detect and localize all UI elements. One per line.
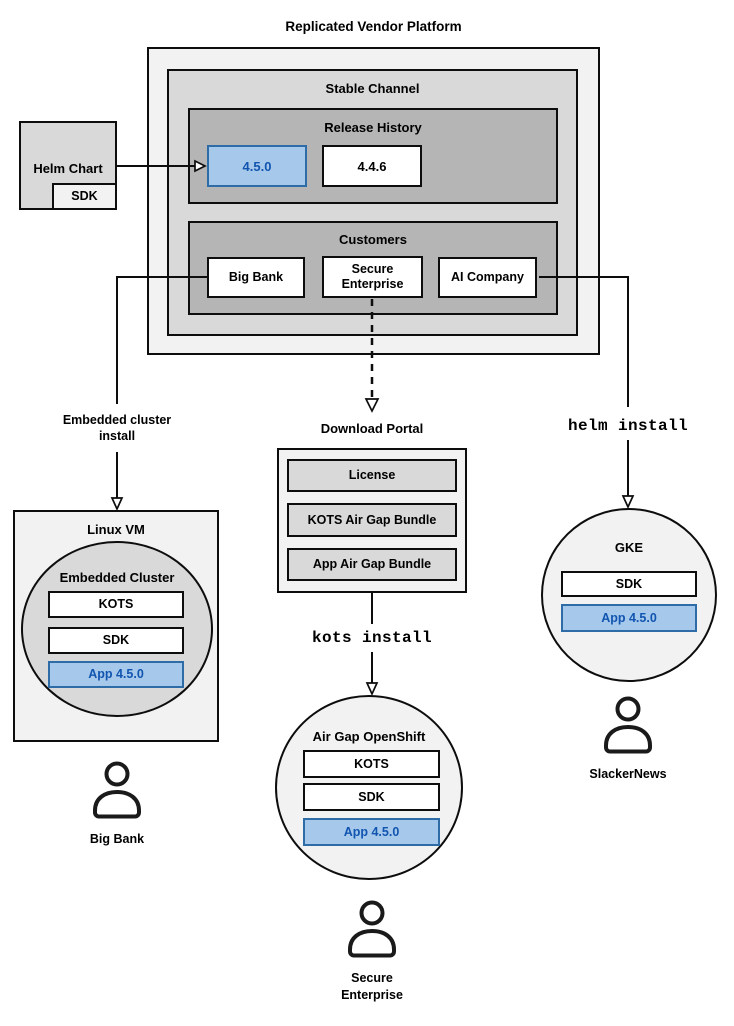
helm-chart-sdk-box: SDK bbox=[52, 183, 117, 210]
linux-vm-sdk-box: SDK bbox=[48, 627, 184, 654]
air-gap-openshift-label: Air Gap OpenShift bbox=[312, 729, 426, 744]
customer-secure-enterprise-box: Secure Enterprise bbox=[322, 256, 423, 298]
release-history-label: Release History bbox=[324, 120, 422, 135]
linux-vm-app-box: App 4.5.0 bbox=[48, 661, 184, 688]
gke-app-box: App 4.5.0 bbox=[561, 604, 697, 632]
arrowhead-gke bbox=[621, 495, 635, 510]
secure-enterprise-user-label: Secure Enterprise bbox=[341, 971, 403, 1002]
release-446-box: 4.4.6 bbox=[322, 145, 422, 187]
portal-app-bundle-box: App Air Gap Bundle bbox=[287, 548, 457, 581]
secure-enterprise-user-icon bbox=[348, 900, 396, 958]
openshift-sdk-box: SDK bbox=[303, 783, 440, 811]
arrowhead-download-portal bbox=[364, 398, 380, 413]
arrowhead-linux-vm bbox=[110, 497, 124, 512]
openshift-app-box: App 4.5.0 bbox=[303, 818, 440, 846]
portal-kots-bundle-box: KOTS Air Gap Bundle bbox=[287, 503, 457, 537]
stable-channel-label: Stable Channel bbox=[325, 81, 420, 96]
openshift-kots-box: KOTS bbox=[303, 750, 440, 778]
customer-ai-company-box: AI Company bbox=[438, 257, 537, 298]
portal-license-box: License bbox=[287, 459, 457, 492]
embedded-cluster-install-label: Embedded cluster install bbox=[62, 413, 172, 443]
release-450-box: 4.5.0 bbox=[207, 145, 307, 187]
gke-sdk-box: SDK bbox=[561, 571, 697, 597]
slackernews-user-label: SlackerNews bbox=[589, 767, 667, 781]
big-bank-user-icon bbox=[93, 761, 141, 819]
customers-label: Customers bbox=[339, 232, 407, 247]
download-portal-label: Download Portal bbox=[320, 421, 424, 436]
linux-vm-label: Linux VM bbox=[87, 522, 145, 537]
helm-install-label: helm install bbox=[567, 417, 689, 435]
arrowhead-openshift bbox=[365, 682, 379, 697]
customer-big-bank-box: Big Bank bbox=[207, 257, 305, 298]
helm-chart-label: Helm Chart bbox=[33, 161, 103, 176]
kots-install-label: kots install bbox=[311, 629, 433, 647]
embedded-cluster-label: Embedded Cluster bbox=[59, 570, 175, 585]
linux-vm-kots-box: KOTS bbox=[48, 591, 184, 618]
slackernews-user-icon bbox=[604, 696, 652, 754]
gke-label: GKE bbox=[614, 540, 644, 555]
big-bank-user-label: Big Bank bbox=[89, 832, 145, 846]
diagram-title: Replicated Vendor Platform bbox=[285, 19, 462, 34]
